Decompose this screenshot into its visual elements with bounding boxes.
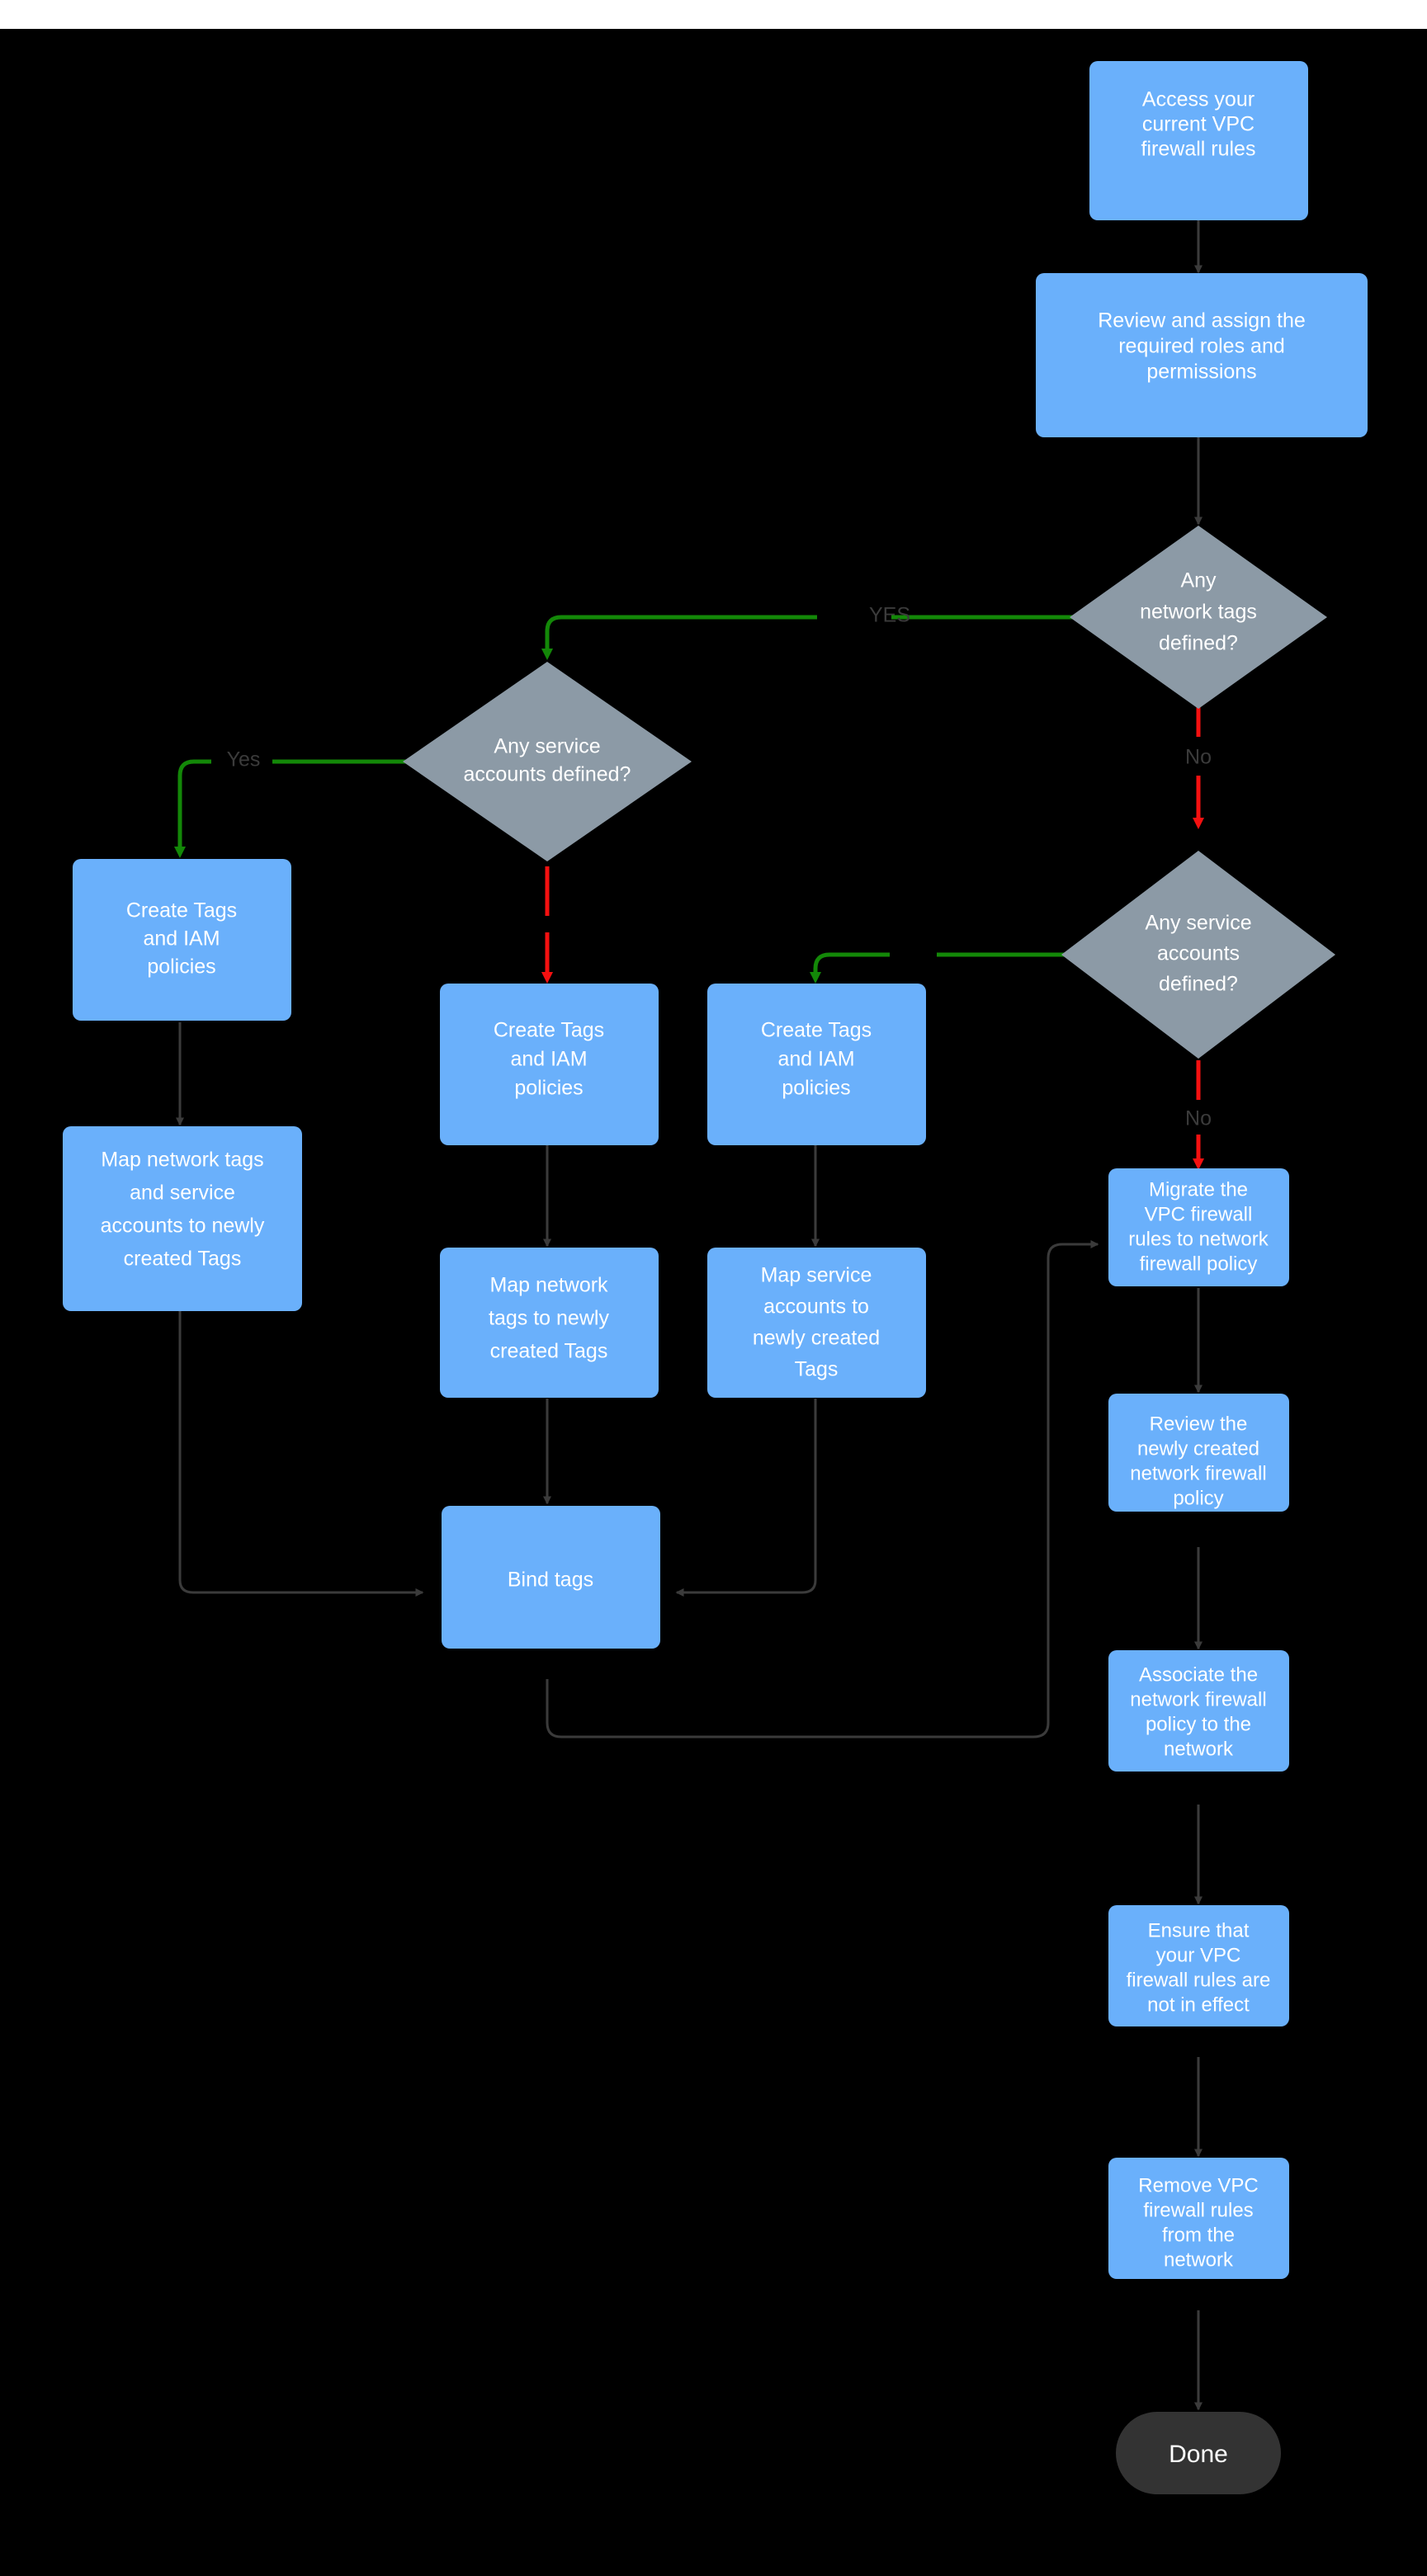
svg-text:Bind tags: Bind tags bbox=[508, 1569, 593, 1592]
svg-text:accounts: accounts bbox=[1157, 942, 1240, 965]
svg-text:policy: policy bbox=[1173, 1487, 1223, 1509]
svg-text:and service: and service bbox=[130, 1182, 235, 1205]
svg-text:firewall rules are: firewall rules are bbox=[1127, 1969, 1271, 1991]
svg-text:accounts to: accounts to bbox=[763, 1295, 869, 1319]
svg-text:current VPC: current VPC bbox=[1142, 113, 1255, 136]
svg-text:policies: policies bbox=[147, 955, 215, 979]
svg-text:Map service: Map service bbox=[761, 1264, 872, 1287]
svg-text:firewall policy: firewall policy bbox=[1140, 1253, 1258, 1275]
svg-text:Any service: Any service bbox=[1145, 912, 1251, 935]
svg-text:permissions: permissions bbox=[1146, 361, 1256, 384]
node-remove-rules[interactable]: Remove VPC firewall rules from the netwo… bbox=[1108, 2158, 1289, 2279]
svg-text:Tags: Tags bbox=[795, 1358, 839, 1381]
node-migrate-rules[interactable]: Migrate the VPC firewall rules to networ… bbox=[1108, 1168, 1289, 1286]
svg-text:from the: from the bbox=[1162, 2224, 1235, 2246]
svg-text:network firewall: network firewall bbox=[1130, 1462, 1266, 1484]
node-associate-policy[interactable]: Associate the network firewall policy to… bbox=[1108, 1650, 1289, 1772]
svg-text:your VPC: your VPC bbox=[1156, 1944, 1241, 1966]
svg-text:newly created: newly created bbox=[753, 1327, 880, 1350]
svg-text:Access your: Access your bbox=[1142, 88, 1255, 111]
svg-text:Create Tags: Create Tags bbox=[494, 1019, 604, 1042]
edge-label-network-tags-no: No bbox=[1185, 746, 1212, 769]
edge-label-service-left-yes: Yes bbox=[227, 748, 261, 771]
svg-text:network firewall: network firewall bbox=[1130, 1688, 1266, 1710]
edge-mapboth-to-bindtags bbox=[178, 1311, 424, 1597]
node-service-accounts-decision-right[interactable]: Any service accounts defined? bbox=[1061, 851, 1335, 1059]
svg-text:and IAM: and IAM bbox=[143, 927, 220, 951]
node-map-both[interactable]: Map network tags and service accounts to… bbox=[63, 1126, 302, 1311]
node-review-roles[interactable]: Review and assign the required roles and… bbox=[1036, 273, 1368, 437]
svg-text:Create Tags: Create Tags bbox=[761, 1019, 872, 1042]
node-map-network-tags[interactable]: Map network tags to newly created Tags bbox=[440, 1248, 659, 1398]
svg-text:Create Tags: Create Tags bbox=[126, 899, 237, 922]
svg-text:accounts defined?: accounts defined? bbox=[464, 763, 631, 786]
svg-text:Review the: Review the bbox=[1150, 1413, 1248, 1435]
svg-text:policy to the: policy to the bbox=[1146, 1713, 1251, 1735]
svg-text:required roles and: required roles and bbox=[1118, 335, 1285, 358]
node-done[interactable]: Done bbox=[1116, 2412, 1281, 2494]
svg-text:network: network bbox=[1164, 2248, 1234, 2271]
node-create-tags-iam-right[interactable]: Create Tags and IAM policies bbox=[707, 984, 926, 1145]
svg-text:defined?: defined? bbox=[1159, 973, 1238, 996]
svg-text:Remove VPC: Remove VPC bbox=[1138, 2174, 1258, 2196]
svg-text:Done: Done bbox=[1169, 2441, 1228, 2468]
svg-text:defined?: defined? bbox=[1159, 632, 1238, 655]
svg-text:accounts to newly: accounts to newly bbox=[101, 1215, 265, 1238]
edge-service-right-yes bbox=[810, 952, 890, 984]
svg-text:tags to newly: tags to newly bbox=[489, 1307, 609, 1330]
svg-text:policies: policies bbox=[514, 1077, 583, 1100]
svg-text:Ensure that: Ensure that bbox=[1148, 1919, 1250, 1941]
svg-text:Associate the: Associate the bbox=[1139, 1663, 1258, 1686]
node-map-service-accounts[interactable]: Map service accounts to newly created Ta… bbox=[707, 1248, 926, 1398]
edge-bindtags-to-migrate bbox=[546, 1240, 1099, 1739]
svg-text:Any: Any bbox=[1180, 569, 1217, 592]
node-access-rules[interactable]: Access your current VPC firewall rules bbox=[1089, 61, 1308, 220]
svg-text:rules to network: rules to network bbox=[1128, 1228, 1269, 1250]
svg-text:created Tags: created Tags bbox=[124, 1248, 242, 1271]
svg-text:Migrate the: Migrate the bbox=[1149, 1178, 1248, 1201]
node-ensure-not-in-effect[interactable]: Ensure that your VPC firewall rules are … bbox=[1108, 1905, 1289, 2026]
node-bind-tags[interactable]: Bind tags bbox=[442, 1506, 660, 1649]
node-create-tags-iam-mid[interactable]: Create Tags and IAM policies bbox=[440, 984, 659, 1145]
node-review-policy[interactable]: Review the newly created network firewal… bbox=[1108, 1394, 1289, 1512]
flowchart-surface: Access your current VPC firewall rules R… bbox=[0, 29, 1427, 2576]
svg-text:VPC firewall: VPC firewall bbox=[1145, 1203, 1253, 1225]
flowchart-svg: Access your current VPC firewall rules R… bbox=[63, 61, 1368, 2494]
svg-text:and IAM: and IAM bbox=[777, 1048, 854, 1071]
svg-text:newly created: newly created bbox=[1137, 1437, 1259, 1460]
node-service-accounts-decision-left[interactable]: Any service accounts defined? bbox=[403, 662, 692, 861]
edge-service-left-yes bbox=[174, 759, 211, 858]
edge-mapservice-to-bindtags bbox=[675, 1399, 817, 1597]
svg-text:network: network bbox=[1164, 1738, 1234, 1760]
svg-text:Any service: Any service bbox=[494, 735, 600, 758]
svg-text:Map network: Map network bbox=[489, 1274, 608, 1297]
svg-text:Map network tags: Map network tags bbox=[101, 1149, 263, 1172]
node-network-tags-decision[interactable]: Any network tags defined? bbox=[1070, 526, 1327, 709]
svg-text:Review and assign the: Review and assign the bbox=[1098, 309, 1306, 333]
svg-text:network tags: network tags bbox=[1140, 601, 1257, 624]
node-create-tags-iam-left[interactable]: Create Tags and IAM policies bbox=[73, 859, 291, 1021]
svg-text:and IAM: and IAM bbox=[510, 1048, 587, 1071]
svg-text:firewall rules: firewall rules bbox=[1143, 2199, 1253, 2221]
edge-network-tags-yes bbox=[541, 615, 817, 660]
svg-text:created Tags: created Tags bbox=[490, 1340, 608, 1363]
svg-text:not in effect: not in effect bbox=[1147, 1993, 1250, 2016]
svg-text:policies: policies bbox=[782, 1077, 850, 1100]
edge-label-network-tags-yes: YES bbox=[869, 604, 910, 627]
edge-label-service-right-no: No bbox=[1185, 1107, 1212, 1130]
svg-text:firewall rules: firewall rules bbox=[1141, 138, 1256, 161]
